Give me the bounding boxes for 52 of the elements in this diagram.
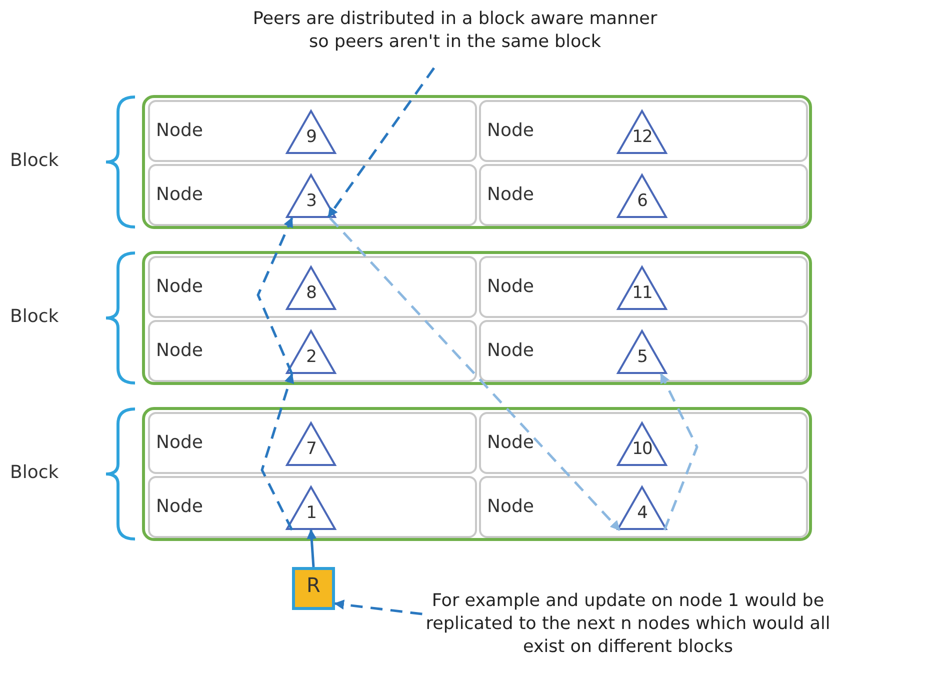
block-label: Block <box>10 306 59 327</box>
token-triangle: 1 <box>286 486 336 530</box>
node-label: Node <box>156 184 203 205</box>
token-triangle: 4 <box>617 486 667 530</box>
node-cell <box>148 256 477 318</box>
node-cell <box>148 164 477 226</box>
token-triangle: 3 <box>286 174 336 218</box>
node-cell <box>479 320 808 382</box>
token-triangle: 5 <box>617 330 667 374</box>
arrow <box>260 373 294 531</box>
node-label: Node <box>487 184 534 205</box>
node-cell <box>479 164 808 226</box>
arrow <box>306 529 317 568</box>
block-container <box>142 407 812 541</box>
node-cell <box>479 412 808 474</box>
annotation-text: For example and update on node 1 would be replicated to the next n nodes which would all exist on different blocks <box>418 590 838 670</box>
token-triangle: 2 <box>286 330 336 374</box>
token-triangle: 9 <box>286 110 336 154</box>
node-cell <box>479 100 808 162</box>
node-label: Node <box>487 120 534 141</box>
token-triangle: 11 <box>617 266 667 310</box>
node-label: Node <box>487 340 534 361</box>
node-label: Node <box>487 276 534 297</box>
arrow <box>334 600 422 616</box>
node-label: Node <box>487 432 534 453</box>
node-cell <box>479 256 808 318</box>
node-label: Node <box>156 432 203 453</box>
token-triangle: 12 <box>617 110 667 154</box>
token-triangle: 10 <box>617 422 667 466</box>
arrow <box>256 217 294 374</box>
annotation-text: Peers are distributed in a block aware manner so peers aren't in the same block <box>245 8 665 68</box>
block-label: Block <box>10 462 59 483</box>
arrow <box>327 67 436 218</box>
block-container <box>142 95 812 229</box>
node-label: Node <box>156 496 203 517</box>
token-triangle: 6 <box>617 174 667 218</box>
node-cell <box>148 412 477 474</box>
token-triangle: 7 <box>286 422 336 466</box>
replica-box: R <box>292 567 335 610</box>
block-container <box>142 251 812 385</box>
token-triangle: 8 <box>286 266 336 310</box>
node-cell <box>148 100 477 162</box>
arrow <box>660 373 698 530</box>
node-label: Node <box>156 276 203 297</box>
node-label: Node <box>156 120 203 141</box>
block-label: Block <box>10 150 59 171</box>
node-cell <box>148 476 477 538</box>
node-label: Node <box>156 340 203 361</box>
node-cell <box>148 320 477 382</box>
node-label: Node <box>487 496 534 517</box>
arrow <box>329 217 620 531</box>
node-cell <box>479 476 808 538</box>
